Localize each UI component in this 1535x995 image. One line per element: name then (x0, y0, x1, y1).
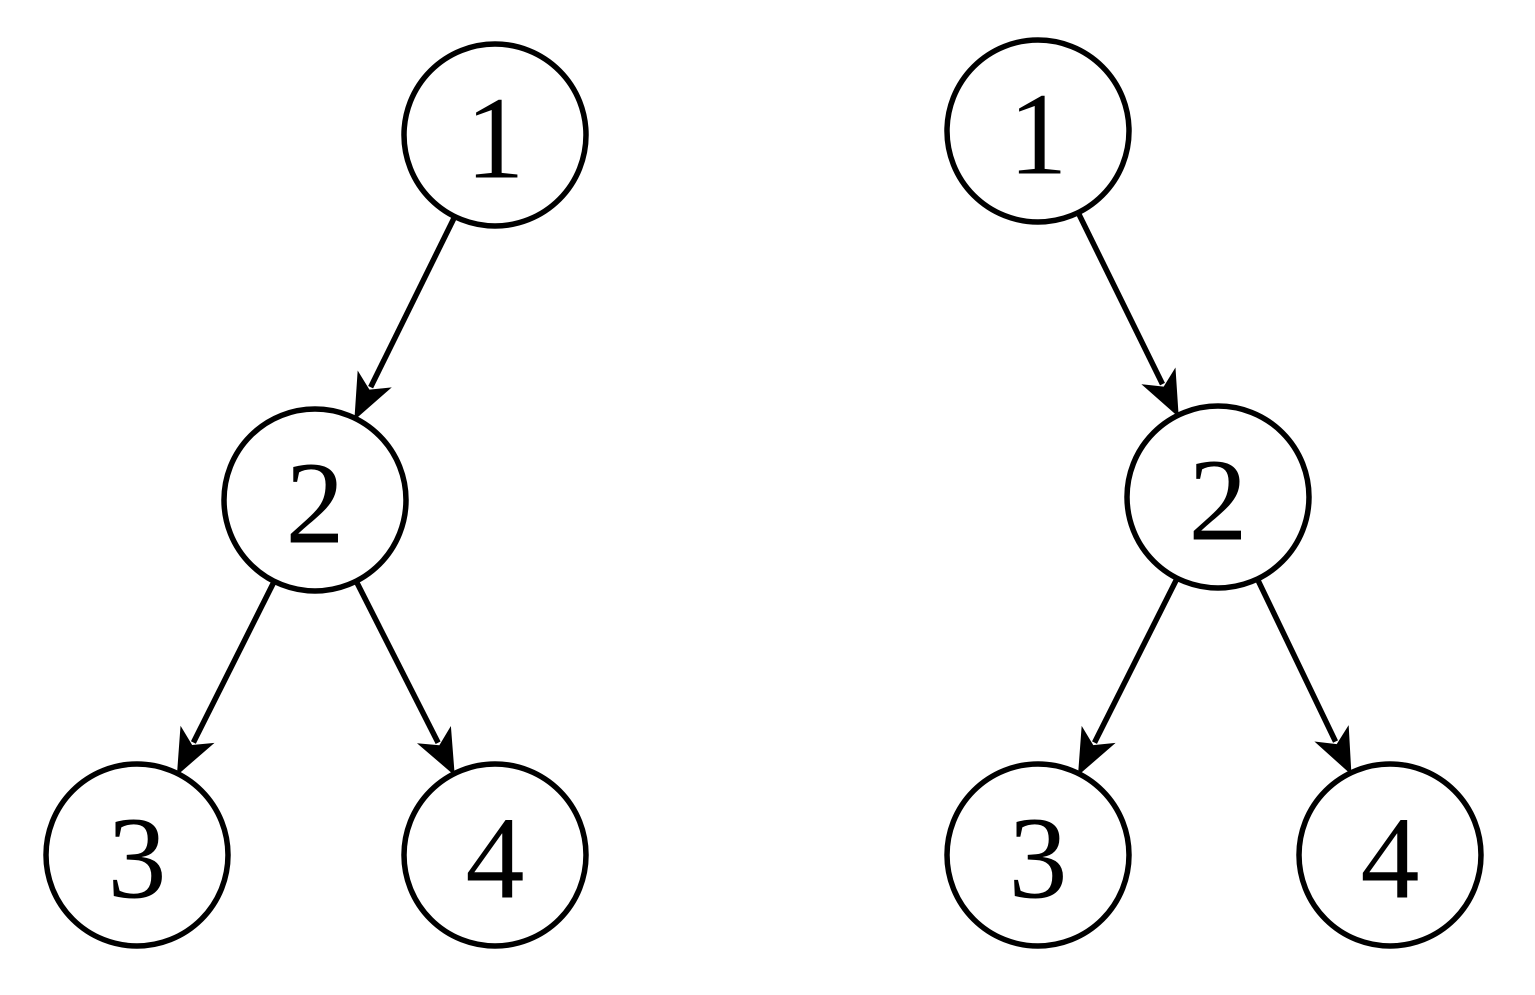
graph-node[interactable]: 2 (1124, 403, 1312, 591)
graph-node[interactable]: 1 (401, 41, 589, 229)
arrow-head-icon (176, 725, 215, 776)
graph-node[interactable]: 4 (1296, 761, 1484, 949)
graph-node[interactable]: 1 (944, 37, 1132, 225)
edges-layer (176, 212, 1352, 776)
node-label: 2 (286, 438, 345, 569)
node-circle[interactable] (1124, 403, 1312, 591)
graph-node[interactable]: 3 (43, 761, 231, 949)
arrow-head-icon (417, 726, 455, 776)
graph-node[interactable]: 4 (401, 761, 589, 949)
graph-node[interactable]: 2 (221, 406, 409, 594)
node-circle[interactable] (944, 37, 1132, 225)
edge-line (1255, 578, 1338, 743)
node-label: 2 (1189, 435, 1248, 566)
node-circle[interactable] (401, 41, 589, 229)
node-label: 3 (108, 793, 167, 924)
arrow-head-icon (1077, 725, 1116, 776)
arrow-head-icon (354, 370, 392, 421)
node-label: 1 (466, 73, 525, 204)
node-label: 4 (466, 793, 525, 924)
edge-line (190, 581, 277, 744)
edge-line (1076, 212, 1165, 386)
node-circle[interactable] (401, 761, 589, 949)
nodes-layer: 1 2 3 4 1 2 3 4 (43, 37, 1484, 949)
edge-line (354, 580, 441, 745)
node-circle[interactable] (1296, 761, 1484, 949)
edge-line (368, 216, 457, 389)
node-circle[interactable] (221, 406, 409, 594)
graph-node[interactable]: 3 (944, 761, 1132, 949)
arrow-head-icon (1314, 725, 1352, 775)
node-circle[interactable] (944, 761, 1132, 949)
node-circle[interactable] (43, 761, 231, 949)
node-label: 1 (1009, 69, 1068, 200)
edge-line (1092, 577, 1180, 744)
node-label: 3 (1009, 793, 1068, 924)
node-label: 4 (1361, 793, 1420, 924)
arrow-head-icon (1141, 367, 1179, 418)
